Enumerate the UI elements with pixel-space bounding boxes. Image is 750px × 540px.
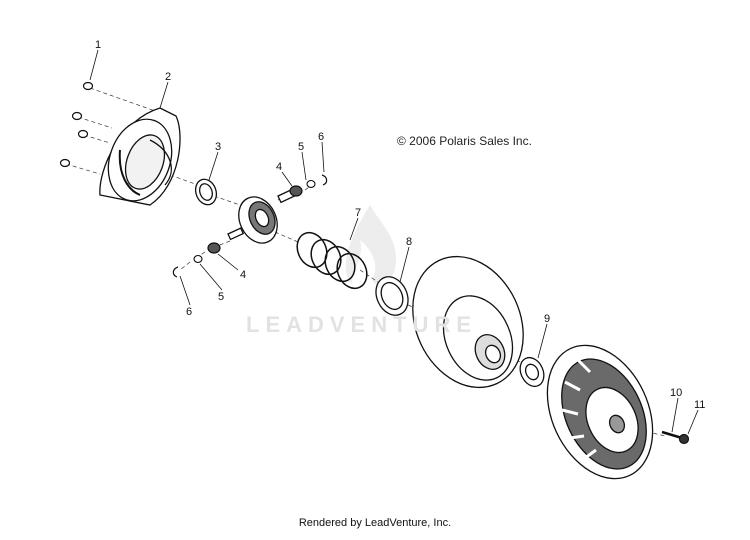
spring-icon <box>296 231 368 290</box>
roller-icon <box>207 185 303 254</box>
callout-4-upper: 4 <box>276 161 282 173</box>
callout-9: 9 <box>544 313 550 325</box>
render-credit: Rendered by LeadVenture, Inc. <box>298 517 452 529</box>
callout-5-upper: 5 <box>298 141 304 153</box>
callout-4-lower: 4 <box>240 269 246 281</box>
callouts: 1 2 3 4 4 5 5 6 6 7 8 9 10 11 <box>95 39 705 411</box>
callout-6-lower: 6 <box>186 306 192 318</box>
fixed-sheave-icon <box>546 344 654 480</box>
watermark-text: LEADVENTURE <box>246 312 478 337</box>
callout-10: 10 <box>670 387 682 399</box>
bearing-assembly-icon <box>227 188 297 244</box>
callout-8: 8 <box>406 236 412 248</box>
callout-5-lower: 5 <box>218 291 224 303</box>
bolt-icon <box>661 430 690 445</box>
copyright-notice: © 2006 Polaris Sales Inc. <box>397 134 532 148</box>
callout-6-upper: 6 <box>318 131 324 143</box>
clip-icon <box>172 174 328 278</box>
callout-3: 3 <box>215 141 221 153</box>
callout-7: 7 <box>355 207 361 219</box>
housing-cover-icon <box>99 107 181 206</box>
thrust-washer-icon <box>519 356 545 388</box>
leader-lines <box>89 49 699 435</box>
callout-2: 2 <box>165 71 171 83</box>
spacer-ring-icon <box>375 276 409 316</box>
callout-11: 11 <box>694 399 705 411</box>
washer-icon <box>193 179 316 264</box>
bushing-ring-icon <box>194 178 218 206</box>
screw-icon <box>59 81 94 168</box>
moveable-sheave-icon <box>412 255 524 389</box>
watermark-flame-icon <box>345 205 396 286</box>
callout-1: 1 <box>95 39 101 51</box>
